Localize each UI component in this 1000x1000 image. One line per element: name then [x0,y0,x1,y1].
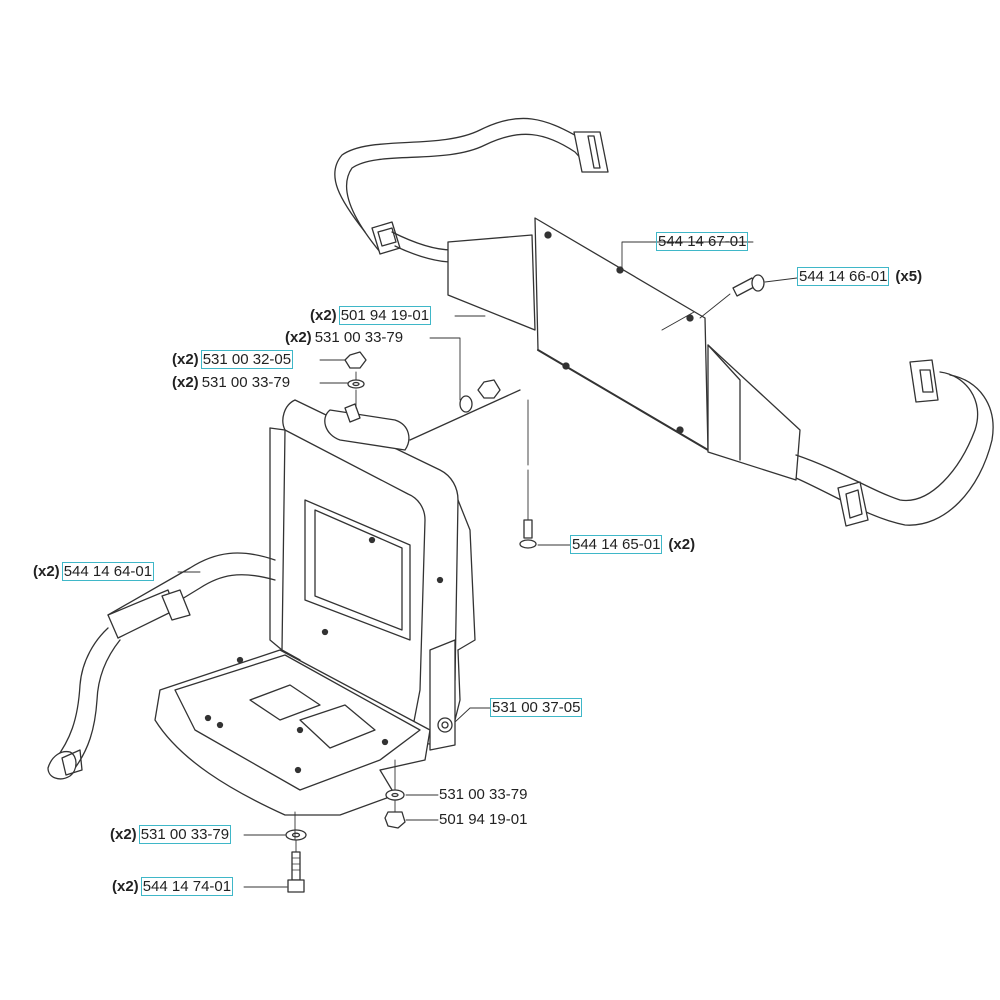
leader-p4 [429,337,461,401]
frame-back-panel [282,399,459,746]
callout-p13[interactable]: (x2)544 14 74-01 [112,877,234,896]
part-number-link[interactable]: 501 94 19-01 [338,306,432,325]
part-number-link[interactable]: 531 00 33-79 [138,825,232,844]
part-number-link[interactable]: 544 14 67-01 [656,232,749,251]
frame-top-hinge [324,409,410,451]
callout-qty: (x2) [310,307,337,324]
callout-p9[interactable]: 531 00 37-05 [490,698,583,717]
part-number: 531 00 33-79 [439,786,528,803]
hip-belt [47,552,276,780]
callout-p6: (x2)531 00 33-79 [172,374,291,392]
callout-qty: (x2) [110,826,137,843]
upper-shoulder-strap [334,117,591,233]
lower-shoulder-strap [795,371,979,502]
frame-bottom-tray [154,649,431,816]
leader-lines [177,241,798,888]
part-number: 531 00 33-79 [314,329,404,346]
leader-p1 [621,241,754,269]
right-wedge [707,344,801,481]
callout-qty: (x5) [895,268,923,285]
tray-cutout-left [249,684,321,721]
carrier-frame [154,399,476,816]
leader-p9 [454,707,491,723]
callout-p12[interactable]: (x2)531 00 33-79 [110,825,232,844]
part-number-link[interactable]: 544 14 65-01 [570,535,663,554]
part-number-link[interactable]: 531 00 37-05 [490,698,583,717]
callout-p4: (x2)531 00 33-79 [285,329,404,347]
part-number: 531 00 33-79 [201,374,291,391]
callout-qty: (x2) [668,536,696,553]
callout-qty: (x2) [33,563,60,580]
part-number-link[interactable]: 544 14 64-01 [61,562,155,581]
callout-p10: 531 00 33-79 [438,786,528,804]
frame-window [304,499,411,641]
callout-p2[interactable]: 544 14 66-01 (x5) [797,267,923,286]
callout-qty: (x2) [112,878,139,895]
part-number-link[interactable]: 531 00 32-05 [200,350,294,369]
leader-p2 [764,277,798,283]
callout-qty: (x2) [285,329,312,346]
tray-cutout-right [299,704,376,749]
callout-p3[interactable]: (x2)501 94 19-01 [310,306,432,325]
part-number: 501 94 19-01 [439,811,528,828]
callout-p7[interactable]: 544 14 65-01 (x2) [570,535,696,554]
callout-p1[interactable]: 544 14 67-01 [656,232,749,251]
callout-qty: (x2) [172,374,199,391]
part-number-link[interactable]: 544 14 74-01 [140,877,234,896]
back-plate [534,217,709,451]
alignment-lines [294,293,731,853]
left-wedge [447,234,536,331]
callout-p11: 501 94 19-01 [438,811,528,829]
callout-p5[interactable]: (x2)531 00 32-05 [172,350,294,369]
callout-p8[interactable]: (x2)544 14 64-01 [33,562,155,581]
callout-qty: (x2) [172,351,199,368]
part-number-link[interactable]: 544 14 66-01 [797,267,890,286]
back-plate-assembly [334,117,994,527]
